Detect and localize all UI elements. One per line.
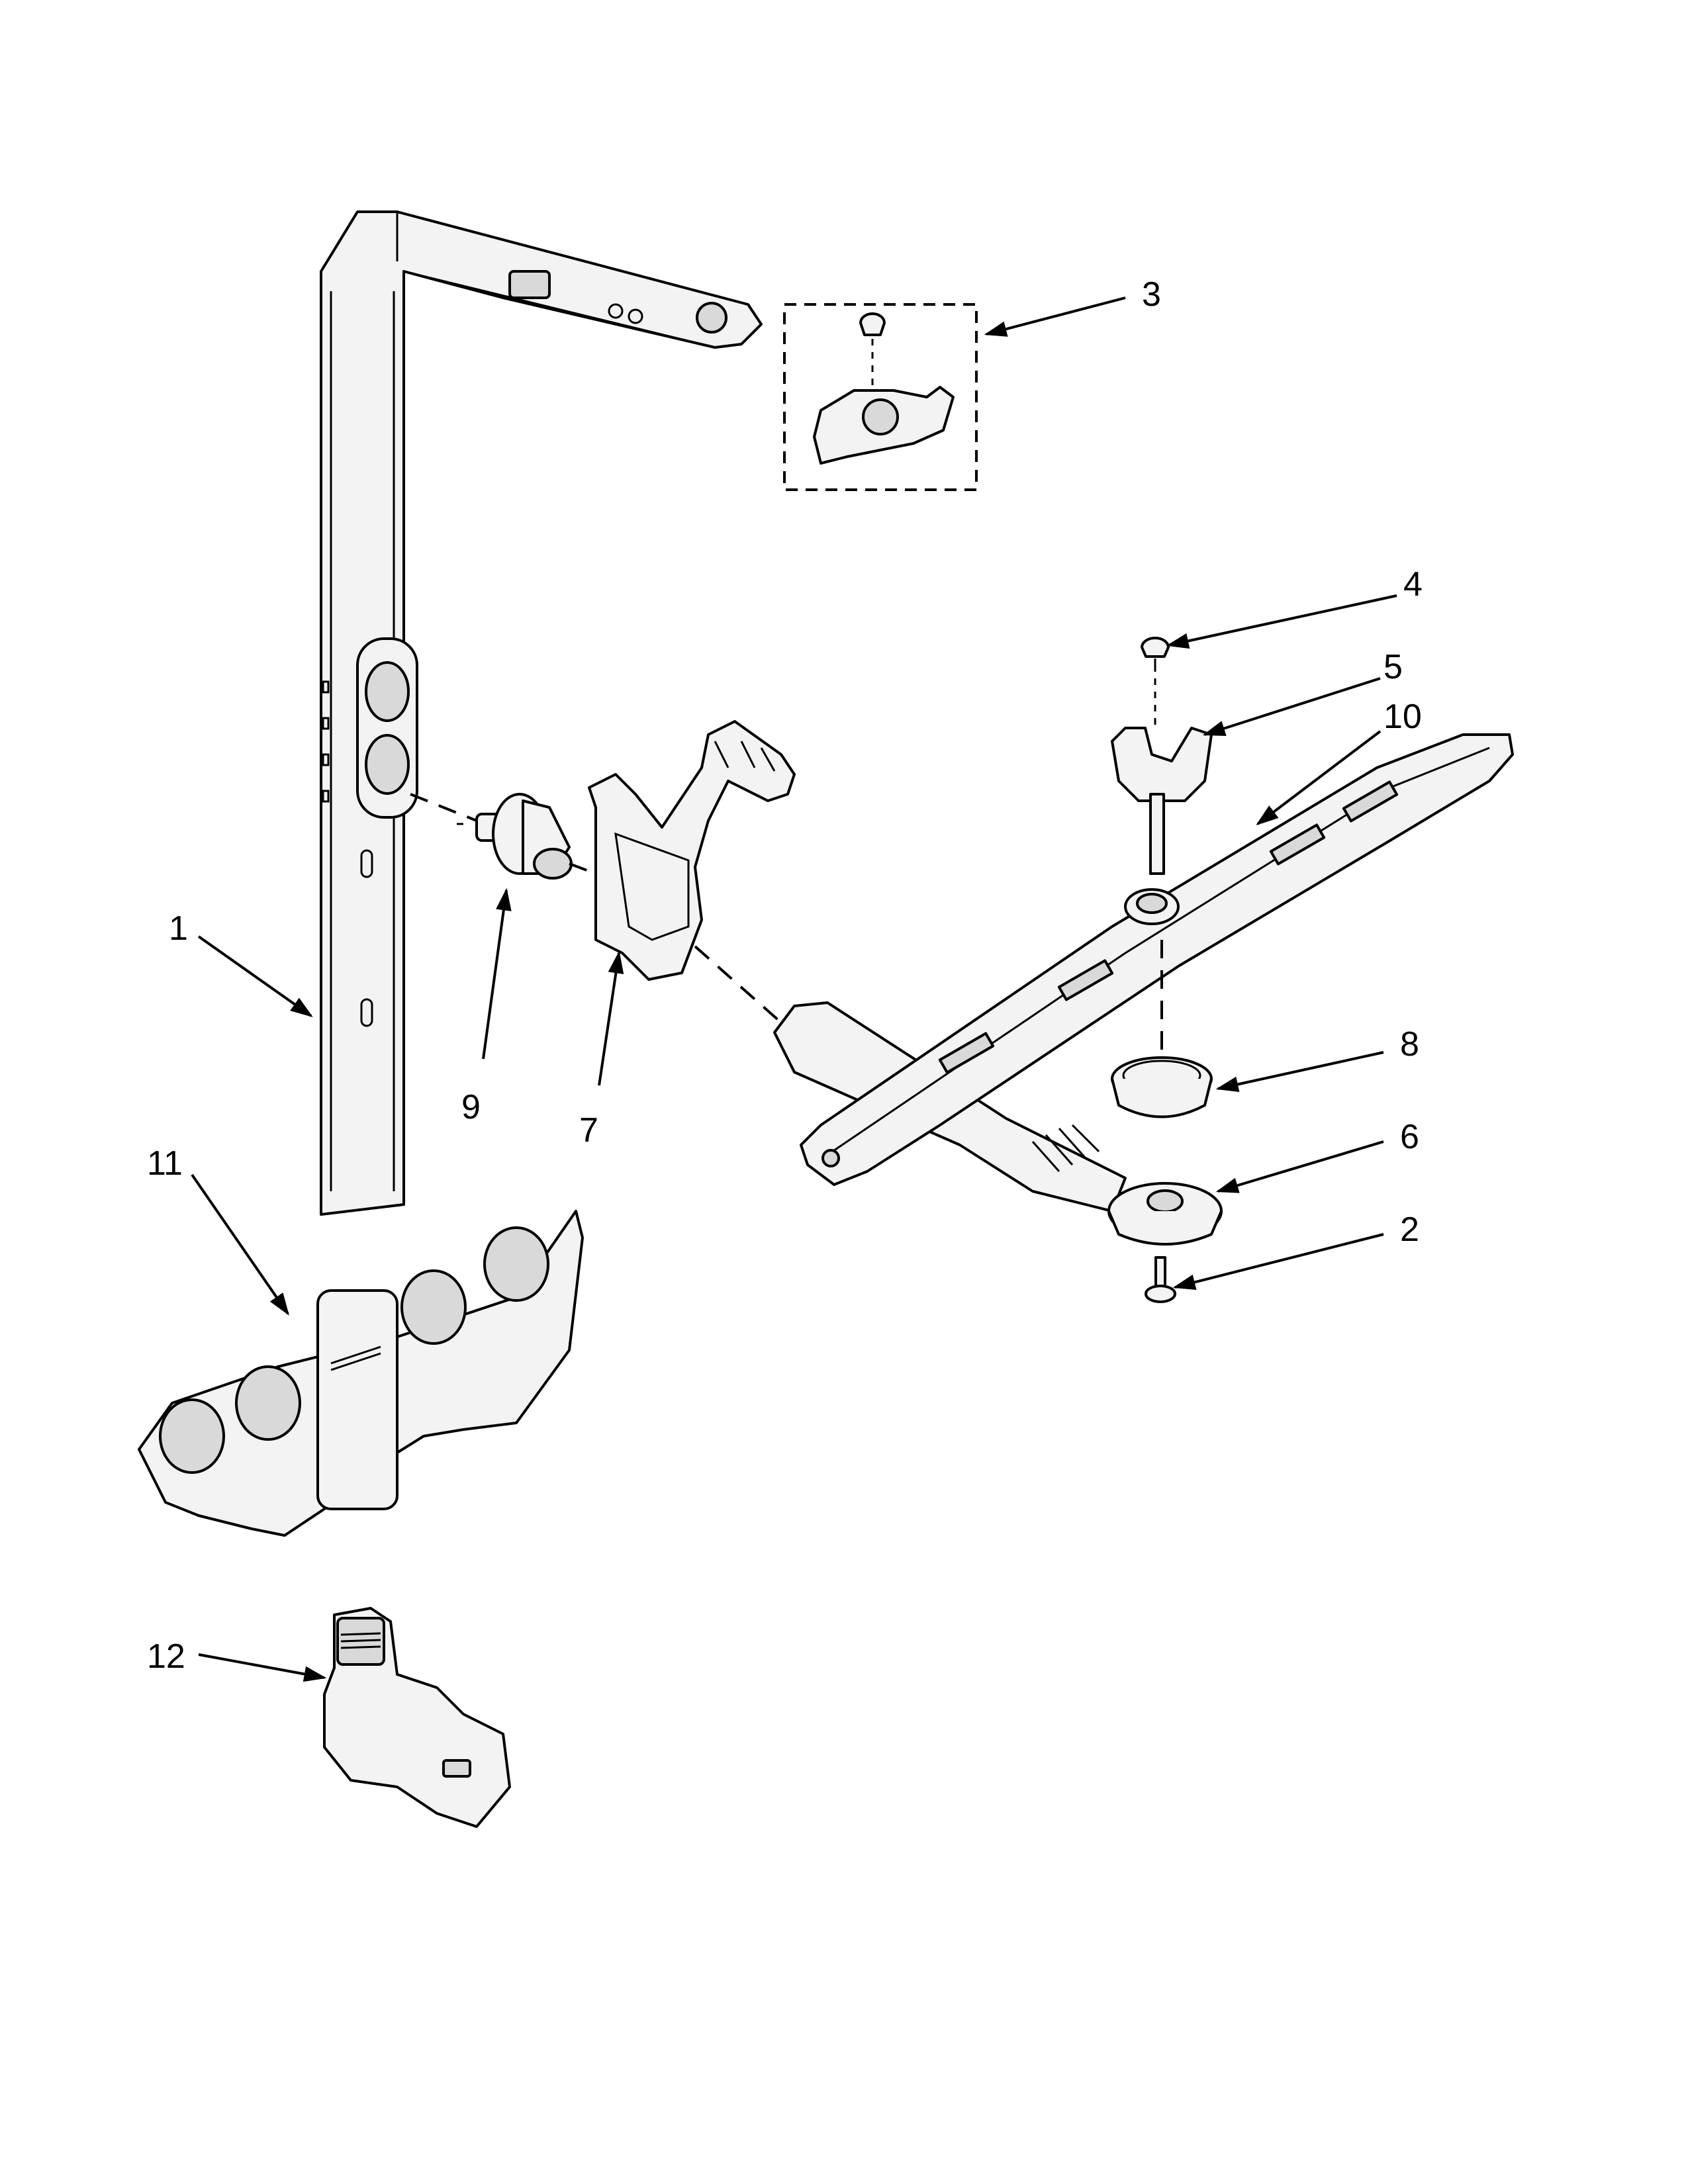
callout-8: 8 [1400,1025,1419,1064]
tube-outlet-hole [696,302,727,334]
leader-4 [1166,594,1397,649]
callout-7: 7 [579,1111,598,1150]
screw-top-part [1141,637,1170,658]
bracket-body [588,720,796,981]
leader-1 [197,935,313,1017]
seal-ring-part [1111,1056,1213,1118]
manifold-part [138,1210,584,1537]
screw-bottom-part [1145,1256,1176,1303]
callout-1: 1 [169,909,188,948]
clip-kit-box [783,303,978,491]
leader-6 [1215,1140,1384,1193]
callout-3: 3 [1142,275,1161,314]
leader-11 [191,1173,289,1316]
alignment-line-tube-valve [410,793,477,822]
mounting-bracket-part [588,720,796,981]
tube-bracket-slot [508,270,551,299]
leader-8 [1215,1051,1384,1093]
leader-12 [198,1653,327,1682]
callout-11: 11 [147,1144,183,1183]
tube-port-upper [365,661,410,722]
leader-9 [482,887,512,1060]
connector-part [323,1607,511,1828]
alignment-line-bracket-conduit [694,945,782,1024]
check-valve-part [457,793,573,880]
callout-2: 2 [1400,1210,1419,1249]
clip-kit-screw [859,312,886,336]
bearing-base-part [1107,1182,1223,1246]
tube-port-lower [365,734,410,795]
callout-10: 10 [1383,698,1422,736]
leader-2 [1172,1233,1384,1291]
bearing-clip-part [1111,727,1213,875]
leader-5 [1202,677,1381,736]
callout-5: 5 [1383,648,1403,686]
leader-3 [984,296,1126,337]
leader-10 [1256,730,1382,826]
alignment-line-valve-bracket [569,862,596,875]
callout-6: 6 [1400,1118,1419,1156]
callout-12: 12 [147,1637,185,1676]
spray-arm-body [800,733,1514,1186]
callout-4: 4 [1403,565,1423,604]
leader-7 [598,950,624,1086]
callout-9: 9 [461,1088,481,1126]
supply-tube-part [320,210,763,1216]
clip-kit-part [783,303,978,491]
